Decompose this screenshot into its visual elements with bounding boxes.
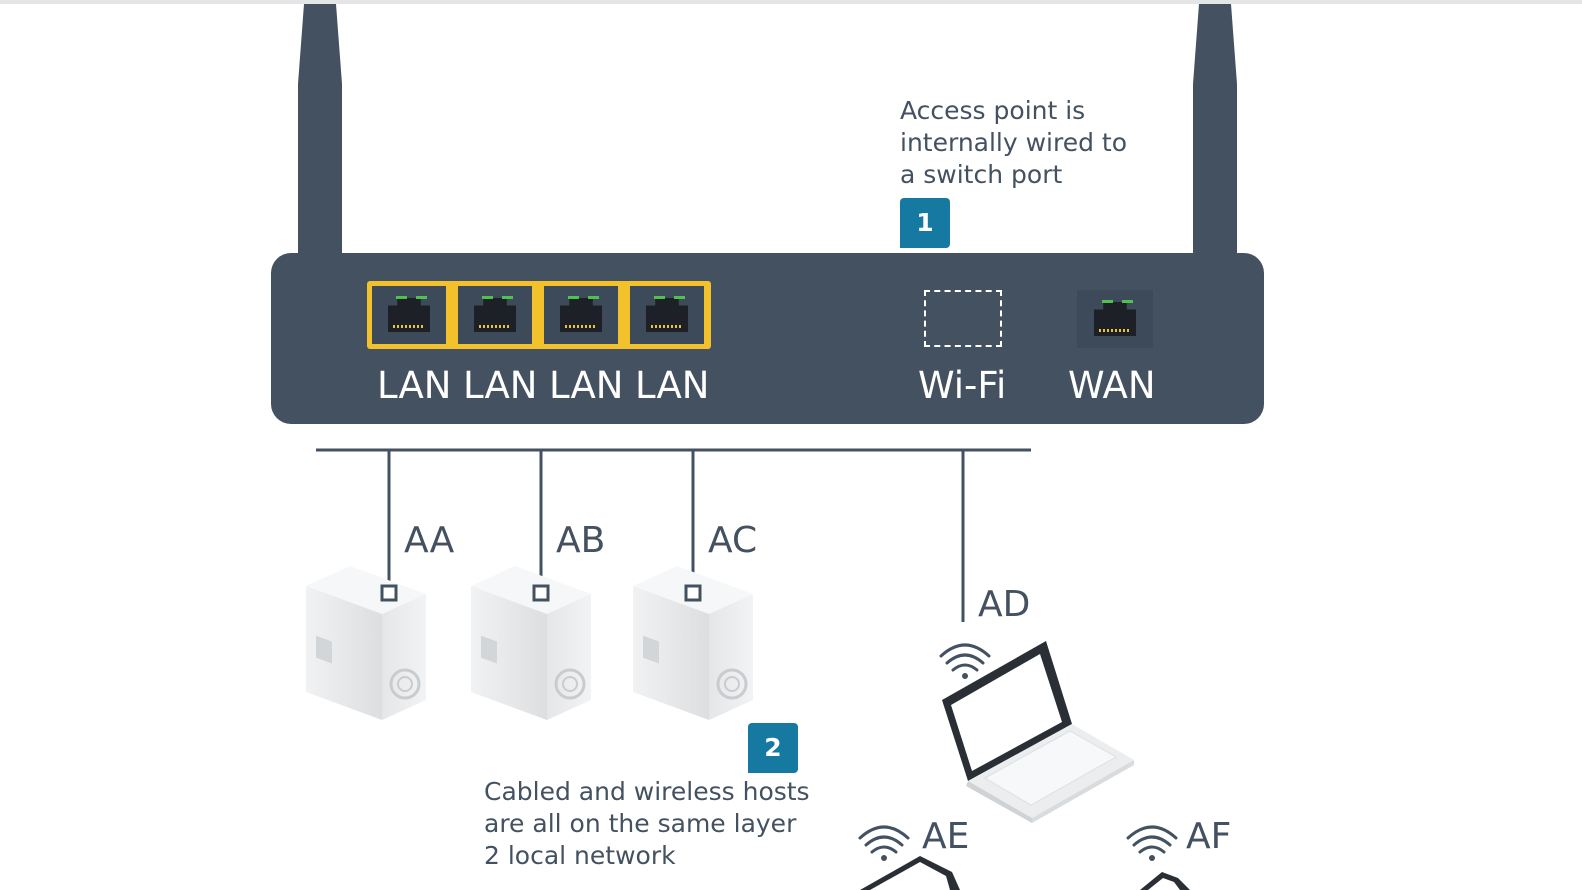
- lan-port-1: [372, 286, 446, 344]
- host-label-af: AF: [1186, 816, 1232, 857]
- wifi-icon-ae: [858, 825, 910, 861]
- laptop-ad: [942, 641, 1134, 823]
- device-ae: [860, 856, 960, 890]
- callout-2-text: Cabled and wireless hosts are all on the…: [484, 777, 810, 870]
- callout-1-badge: 1: [900, 198, 950, 248]
- lan-port-label-1: LAN: [377, 364, 452, 407]
- port-node-ab: [532, 584, 550, 602]
- computer-ac: [633, 566, 753, 720]
- wifi-icon-af: [1126, 825, 1178, 861]
- wifi-label: Wi-Fi: [918, 364, 1007, 407]
- port-node-aa: [380, 584, 398, 602]
- host-label-ab: AB: [556, 520, 606, 561]
- lan-port-label-3: LAN: [549, 364, 624, 407]
- wan-port: [1077, 290, 1153, 348]
- port-node-ac: [684, 584, 702, 602]
- lan-switch-highlight: [367, 281, 711, 349]
- lan-port-2: [458, 286, 532, 344]
- host-label-aa: AA: [404, 520, 455, 561]
- lan-port-4: [630, 286, 704, 344]
- lan-port-label-4: LAN: [635, 364, 710, 407]
- right-antenna: [1193, 4, 1237, 256]
- lan-port-3: [544, 286, 618, 344]
- top-border: [0, 0, 1582, 4]
- computer-ab: [471, 566, 591, 720]
- callout-1-text: Access point is internally wired to a sw…: [900, 96, 1128, 189]
- left-antenna: [298, 4, 342, 256]
- host-label-ae: AE: [922, 816, 970, 857]
- wifi-icon-ad: [939, 643, 991, 679]
- wifi-access-point-box: [924, 290, 1002, 347]
- wan-label: WAN: [1068, 364, 1156, 407]
- lan-port-label-2: LAN: [463, 364, 538, 407]
- computer-aa: [306, 566, 426, 720]
- host-label-ac: AC: [708, 520, 758, 561]
- callout-2-badge: 2: [748, 723, 798, 773]
- host-label-ad: AD: [978, 584, 1031, 625]
- device-af: [1140, 872, 1190, 890]
